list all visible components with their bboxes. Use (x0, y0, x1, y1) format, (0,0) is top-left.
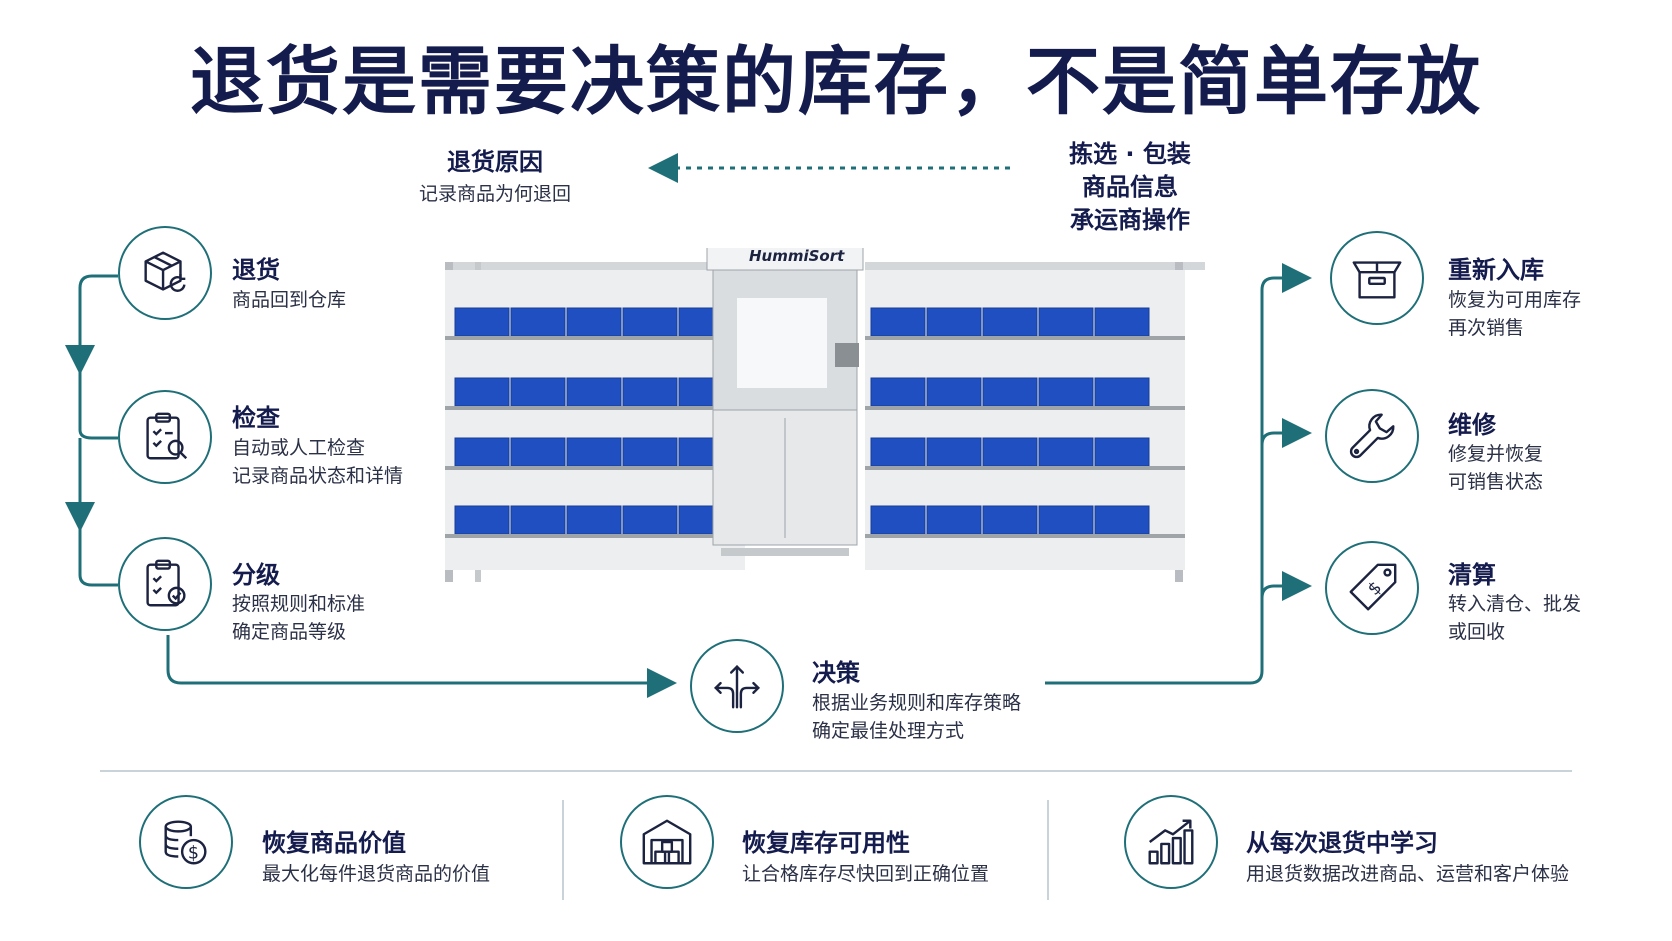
step-inspect-text-1: 自动或人工检查 (232, 437, 366, 459)
clipboard-search-icon (146, 412, 188, 460)
outcome-restock-text-1: 恢复为可用库存 (1448, 289, 1582, 311)
hummisort-machine-illustration: HummiSort (445, 248, 1205, 582)
outcome-liquidate-circle: $ (1325, 541, 1419, 635)
svg-text:$: $ (1364, 578, 1386, 600)
outcome-repair-text-1: 修复并恢复 (1448, 443, 1544, 465)
outcome-repair-text-2: 可销售状态 (1448, 471, 1544, 493)
left-shelving-rack (445, 262, 745, 582)
right-shelving-rack (865, 262, 1205, 582)
carrier-ops-label: 承运商操作 (1070, 206, 1190, 234)
benefit-learn-text: 用退货数据改进商品、运营和客户体验 (1246, 863, 1570, 885)
pick-pack-label: 拣选 · 包装 (1069, 140, 1191, 168)
decision-text-1: 根据业务规则和库存策略 (812, 692, 1022, 714)
decision-arrows-icon (714, 664, 760, 709)
growth-chart-icon (1148, 819, 1194, 865)
outcome-repair-circle (1325, 389, 1419, 483)
benefit-learn-heading: 从每次退货中学习 (1246, 829, 1438, 857)
step-grade-heading: 分级 (232, 561, 280, 589)
center-sorting-unit (706, 248, 864, 556)
outcome-restock-heading: 重新入库 (1448, 256, 1544, 284)
step-inspect-circle (118, 390, 212, 484)
step-return-text: 商品回到仓库 (232, 289, 347, 311)
open-box-icon (1352, 261, 1402, 299)
step-grade-text-2: 确定商品等级 (232, 621, 347, 643)
return-box-icon (144, 251, 186, 292)
decision-text-2: 确定最佳处理方式 (812, 720, 965, 742)
warehouse-icon (642, 819, 692, 865)
return-reason-heading: 退货原因 (447, 148, 543, 176)
outcome-liquidate-text-2: 或回收 (1448, 621, 1506, 643)
benefit-inventory-text: 让合格库存尽快回到正确位置 (742, 863, 990, 885)
decision-heading: 决策 (812, 659, 860, 687)
product-info-label: 商品信息 (1082, 173, 1178, 201)
price-tag-icon: $ (1349, 563, 1397, 611)
benefit-value-text: 最大化每件退货商品的价值 (262, 863, 491, 885)
outcome-repair-heading: 维修 (1448, 411, 1496, 439)
machine-brand-label: HummiSort (749, 248, 845, 265)
step-grade-circle (118, 537, 212, 631)
benefit-learn-circle (1124, 795, 1218, 889)
page-title: 退货是需要决策的库存，不是简单存放 (190, 39, 1482, 125)
benefit-value-heading: 恢复商品价值 (262, 829, 406, 857)
step-return-circle (118, 226, 212, 320)
coins-dollar-icon: $ (164, 820, 207, 865)
svg-text:$: $ (188, 843, 199, 863)
benefit-inventory-heading: 恢复库存可用性 (742, 829, 910, 857)
outcome-liquidate-text-1: 转入清仓、批发 (1448, 593, 1582, 615)
outcome-restock-circle (1330, 231, 1424, 325)
decision-circle (690, 639, 784, 733)
outcome-restock-text-2: 再次销售 (1448, 317, 1525, 339)
clipboard-check-icon (146, 559, 186, 607)
wrench-icon (1349, 413, 1395, 459)
outcome-liquidate-heading: 清算 (1448, 561, 1496, 589)
step-return-heading: 退货 (232, 256, 280, 284)
step-inspect-heading: 检查 (232, 404, 280, 432)
return-reason-text: 记录商品为何退回 (418, 183, 571, 205)
benefit-value-circle: $ (139, 795, 233, 889)
benefit-inventory-circle (620, 795, 714, 889)
step-inspect-text-2: 记录商品状态和详情 (232, 465, 404, 487)
step-grade-text-1: 按照规则和标准 (232, 593, 366, 615)
